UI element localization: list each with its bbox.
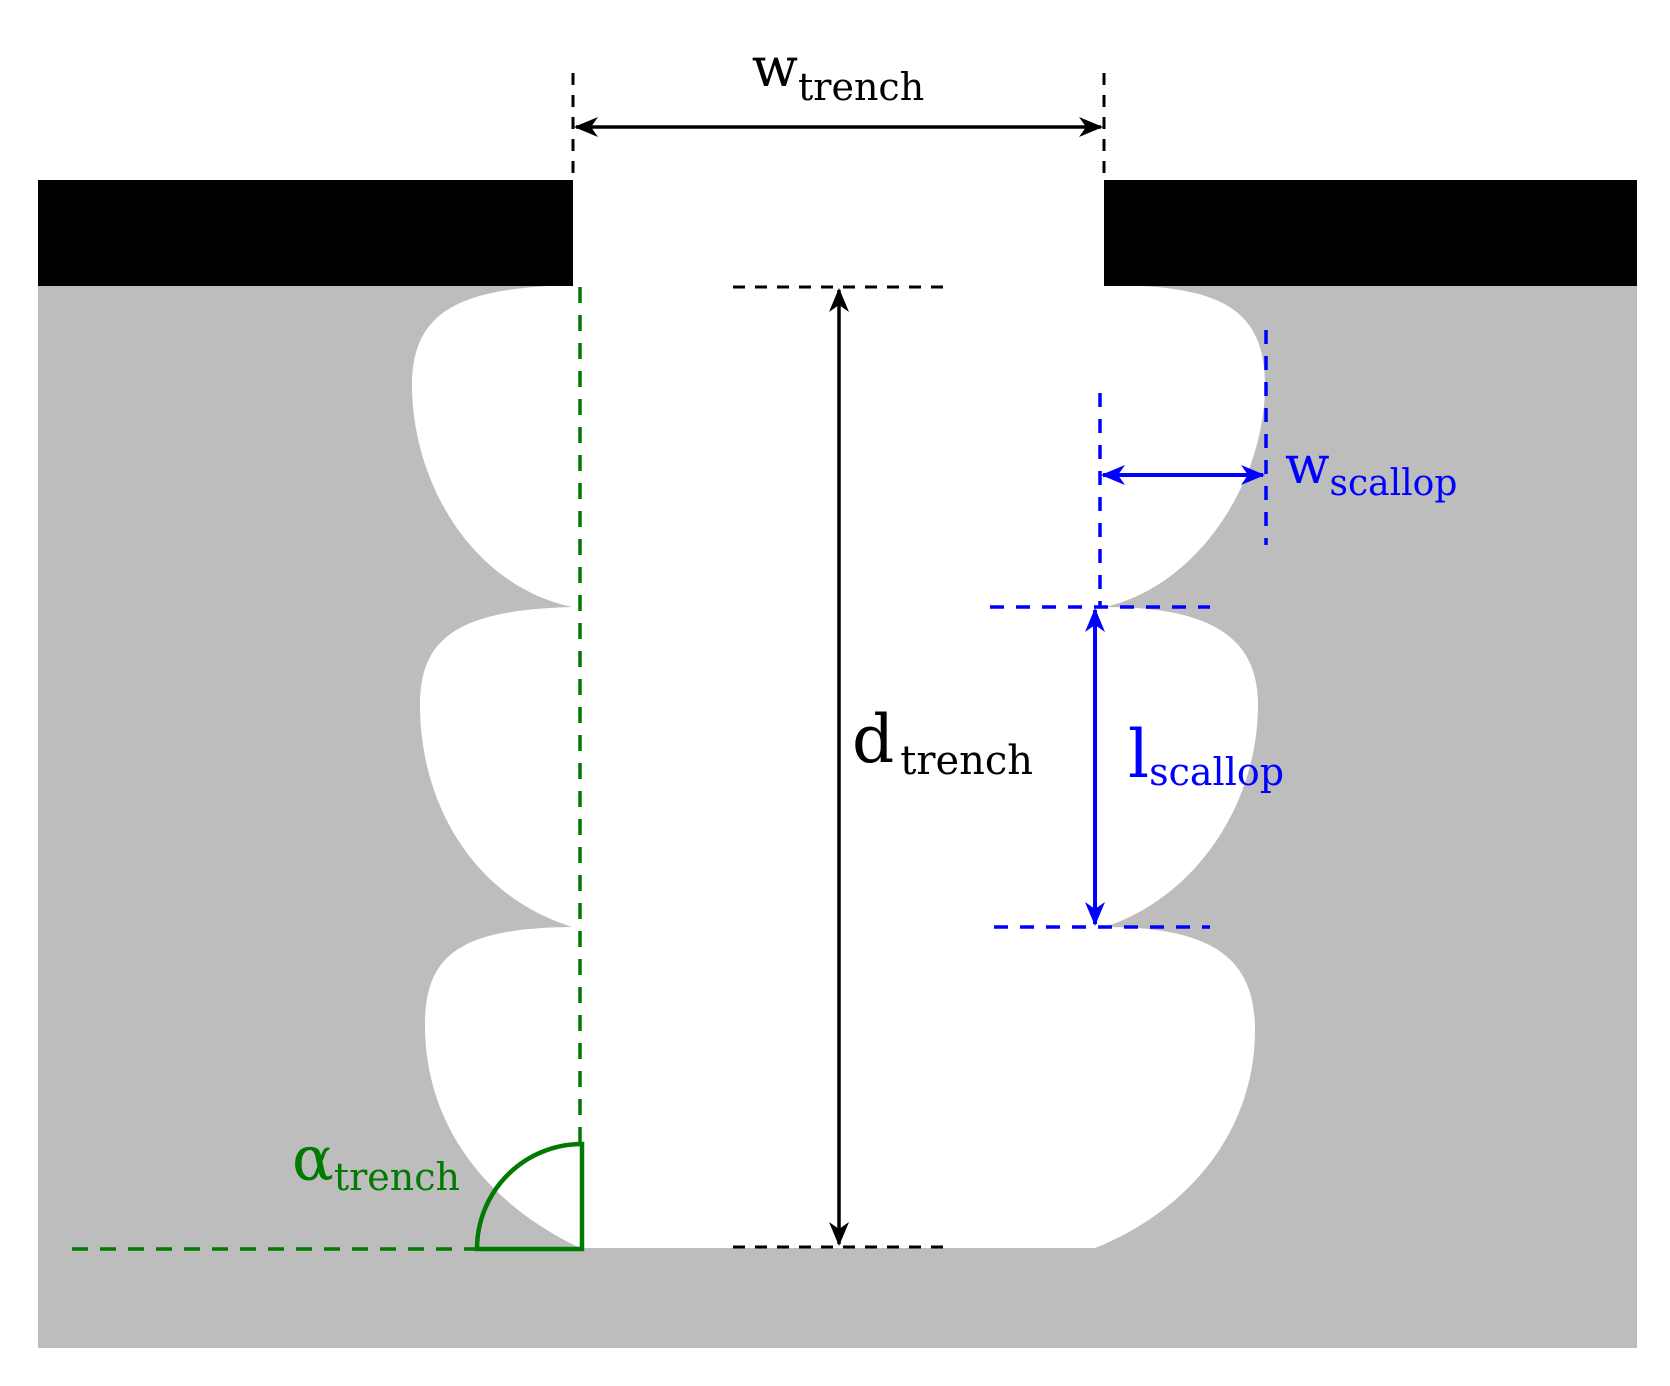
w-scallop-label: wscallop — [1285, 436, 1457, 504]
l-scallop-label: lscallop — [1128, 716, 1284, 794]
mask-left — [38, 180, 573, 286]
alpha-trench-angle: αtrench — [72, 287, 585, 1252]
l-scallop-dimension: lscallop — [990, 605, 1284, 929]
angle-arc-icon — [474, 1141, 585, 1252]
mask-right — [1104, 180, 1637, 286]
alpha-trench-label: αtrench — [292, 1122, 460, 1199]
w-trench-dimension: wtrench — [571, 36, 1106, 180]
w-scallop-dimension: wscallop — [1098, 330, 1457, 607]
w-trench-label: wtrench — [752, 36, 924, 109]
trench-opening — [573, 180, 1104, 286]
